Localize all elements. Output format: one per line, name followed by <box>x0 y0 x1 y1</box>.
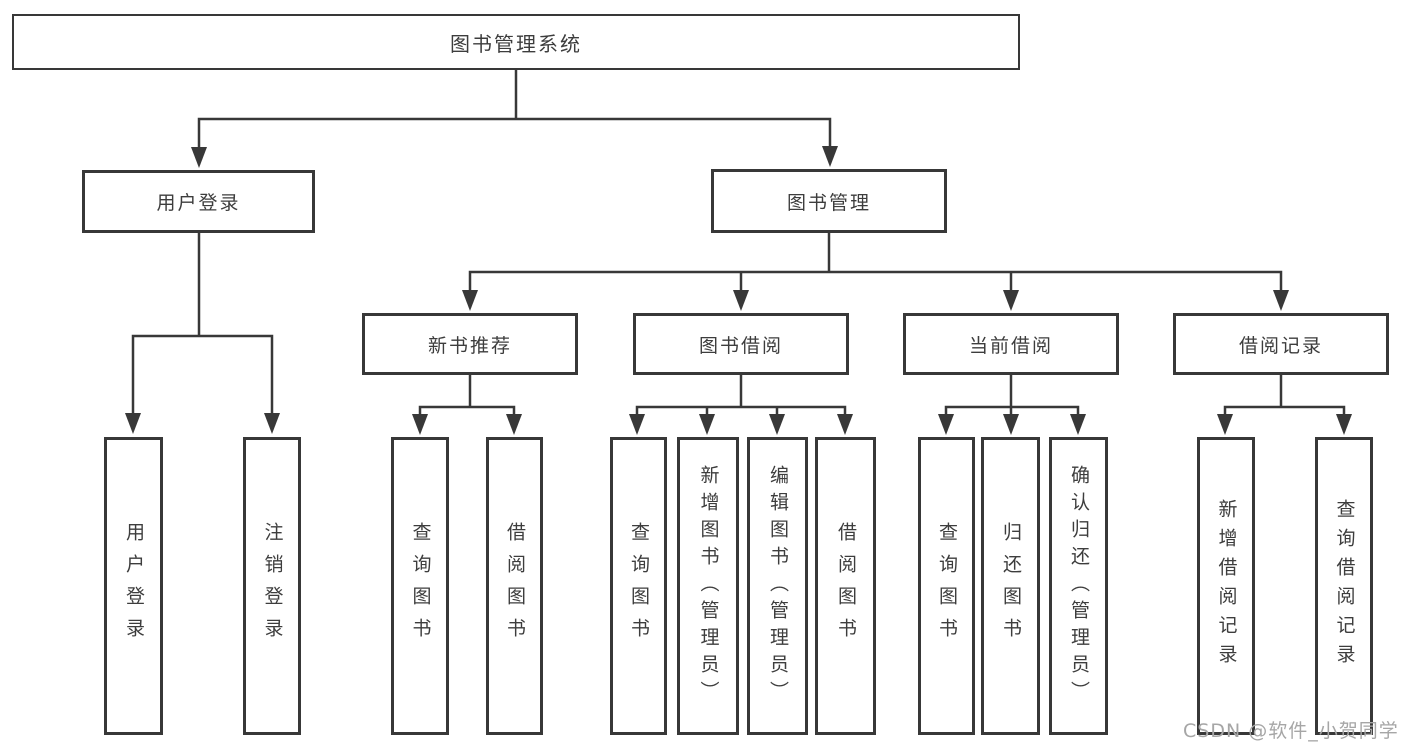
node-current-borrowing: 当前借阅 <box>903 313 1119 375</box>
node-label: 借阅记录 <box>1238 334 1323 357</box>
leaf-borrow-books-recommend: 借阅图书 <box>486 437 543 735</box>
node-label: 新增借阅记录 <box>1215 499 1238 673</box>
leaf-edit-books-admin: 编辑图书（管理员） <box>747 437 808 735</box>
node-label: 归还图书 <box>1000 522 1022 650</box>
csdn-watermark: CSDN @软件_小贺同学 <box>1183 720 1399 742</box>
node-library-management-system: 图书管理系统 <box>12 14 1020 70</box>
leaf-confirm-return-admin: 确认归还（管理员） <box>1049 437 1108 735</box>
leaf-user-login: 用户登录 <box>104 437 163 735</box>
node-label: 查询图书 <box>936 522 958 650</box>
node-label: 借阅图书 <box>835 522 857 650</box>
node-borrowing-records: 借阅记录 <box>1173 313 1389 375</box>
node-label: 新增图书（管理员） <box>697 464 720 708</box>
node-label: 编辑图书（管理员） <box>767 464 789 708</box>
leaf-return-books: 归还图书 <box>981 437 1040 735</box>
node-label: 确认归还（管理员） <box>1068 464 1090 708</box>
node-book-borrowing: 图书借阅 <box>633 313 849 375</box>
leaf-add-borrow-record: 新增借阅记录 <box>1197 437 1255 735</box>
node-label: 新书推荐 <box>427 334 512 357</box>
node-label: 查询图书 <box>628 522 650 650</box>
node-new-book-recommendation: 新书推荐 <box>362 313 578 375</box>
node-label: 图书管理系统 <box>450 31 582 56</box>
leaf-query-books-current: 查询图书 <box>918 437 975 735</box>
node-label: 图书管理 <box>786 191 871 214</box>
node-label: 查询借阅记录 <box>1333 499 1356 673</box>
node-label: 用户登录 <box>156 192 241 214</box>
leaf-borrow-books: 借阅图书 <box>815 437 876 735</box>
node-label: 图书借阅 <box>698 334 783 357</box>
node-user-login: 用户登录 <box>82 170 315 233</box>
node-label: 借阅图书 <box>504 522 526 650</box>
leaf-query-books-recommend: 查询图书 <box>391 437 449 735</box>
leaf-query-borrow-record: 查询借阅记录 <box>1315 437 1373 735</box>
node-book-management: 图书管理 <box>711 169 947 233</box>
leaf-logout: 注销登录 <box>243 437 301 735</box>
leaf-query-books-borrow: 查询图书 <box>610 437 667 735</box>
node-label: 查询图书 <box>409 522 432 650</box>
node-label: 用户登录 <box>123 522 145 650</box>
node-label: 当前借阅 <box>968 334 1053 357</box>
node-label: 注销登录 <box>261 522 284 650</box>
leaf-add-books-admin: 新增图书（管理员） <box>677 437 739 735</box>
